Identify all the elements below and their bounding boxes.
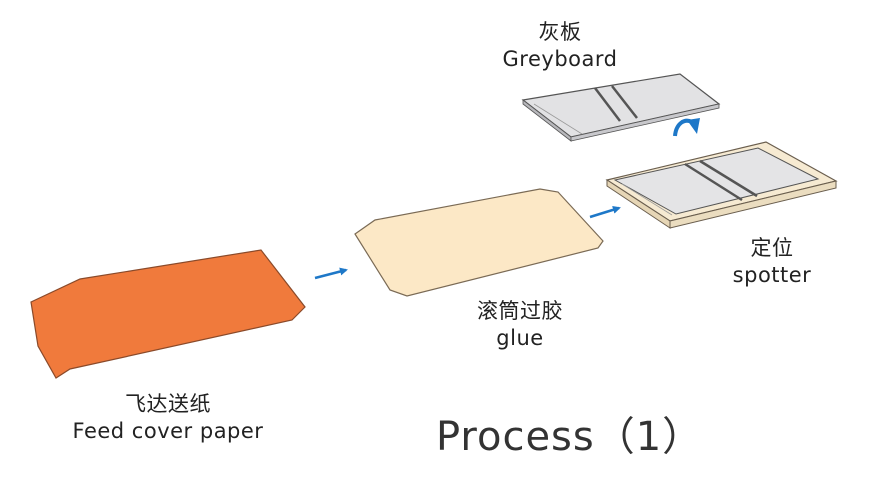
diagram-title: Process（1） bbox=[436, 414, 704, 460]
cover-paper-sheet bbox=[30, 249, 306, 379]
step-label-glue-zh: 滚筒过胶 bbox=[477, 299, 563, 323]
step-label-feed-en: Feed cover paper bbox=[72, 419, 264, 443]
step-label-greyboard-zh: 灰板 bbox=[538, 20, 582, 44]
step-label-feed: 飞达送纸 Feed cover paper bbox=[58, 391, 278, 445]
spotter-assembly bbox=[605, 141, 838, 229]
flow-arrow-1 bbox=[314, 267, 348, 280]
greyboard-panels bbox=[521, 73, 721, 142]
flow-arrow-2 bbox=[589, 205, 621, 219]
step-label-greyboard-en: Greyboard bbox=[502, 47, 618, 71]
step-label-glue: 滚筒过胶 glue bbox=[450, 298, 590, 352]
step-label-spotter-en: spotter bbox=[732, 263, 812, 287]
step-label-spotter-zh: 定位 bbox=[750, 236, 794, 260]
glued-paper-sheet bbox=[354, 188, 604, 297]
placement-arrowhead bbox=[687, 118, 700, 134]
step-label-feed-zh: 飞达送纸 bbox=[125, 392, 211, 416]
step-label-spotter: 定位 spotter bbox=[712, 235, 832, 289]
step-label-glue-en: glue bbox=[496, 326, 544, 350]
step-label-greyboard: 灰板 Greyboard bbox=[490, 19, 630, 73]
